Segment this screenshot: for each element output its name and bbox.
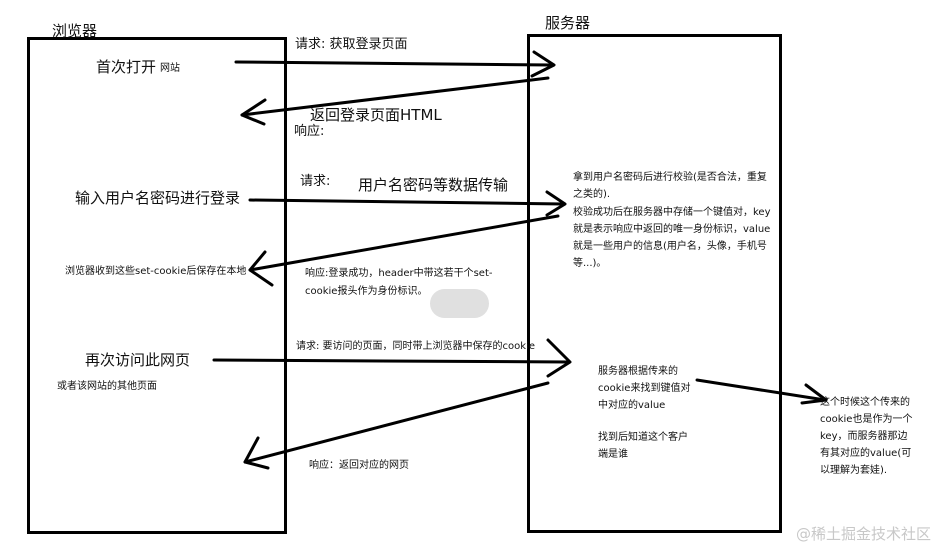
login-response-line2: cookie报头作为身份标识。 [305, 286, 428, 297]
request-label: 请求: [300, 174, 331, 189]
found-line-1: 找到后知道这个客户 [598, 432, 688, 443]
note-line-5: 以理解为套娃). [820, 465, 888, 476]
arrow-revisit-request [212, 338, 572, 378]
arrow-return-login-html [240, 76, 550, 126]
lookup-line-3: 中对应的value [598, 400, 666, 411]
login-response-line1: 响应:登录成功，header中带这若干个set- [305, 268, 493, 279]
revisit-request-text: 请求: 要访问的页面，同时带上浏览器中保存的cookie [296, 341, 536, 352]
verify-line-1: 拿到用户名密码后进行校验(是否合法，重复 [573, 172, 767, 183]
verify-line-5: 就是一些用户的信息(用户名，头像，手机号 [573, 241, 767, 252]
note-line-4: 有其对应的value(可 [820, 448, 912, 459]
note-line-2: cookie也是作为一个 [820, 414, 913, 425]
note-line-1: 这个时候这个传来的 [820, 397, 910, 408]
save-cookie-text: 浏览器收到这些set-cookie后保存在本地 [65, 266, 247, 277]
server-box [527, 34, 782, 533]
lookup-line-1: 服务器根据传来的 [598, 366, 678, 377]
return-login-html-text: 返回登录页面HTML [310, 106, 442, 124]
note-line-3: key，而服务器那边 [820, 431, 908, 442]
arrow-request-login-page [234, 50, 556, 78]
credential-transfer-text: 用户名密码等数据传输 [358, 176, 509, 194]
first-open-text: 首次打开 [96, 58, 157, 76]
server-label: 服务器 [545, 14, 591, 32]
verify-line-2: 之类的). [573, 189, 611, 200]
watermark: @稀土掘金技术社区 [795, 525, 931, 543]
arrow-to-note [695, 378, 828, 405]
arrow-credential-transfer [248, 190, 567, 217]
revisit-text: 再次访问此网页 [85, 351, 191, 369]
arrow-login-response [248, 214, 560, 287]
other-pages-text: 或者该网站的其他页面 [57, 381, 157, 392]
login-input-text: 输入用户名密码进行登录 [75, 189, 241, 207]
browser-label: 浏览器 [52, 22, 98, 40]
lookup-line-2: cookie来找到键值对 [598, 383, 691, 394]
found-line-2: 端是谁 [598, 449, 628, 460]
faded-button [430, 289, 489, 318]
verify-line-6: 等...)。 [573, 258, 607, 269]
return-page-text: 响应：返回对应的网页 [309, 460, 409, 471]
verify-line-4: 就是表示响应中返回的唯一身份标识，value [573, 224, 771, 235]
arrow-return-page [243, 381, 550, 470]
browser-box [27, 37, 287, 534]
response-label: 响应: [294, 124, 325, 139]
verify-line-3: 校验成功后在服务器中存储一个键值对，key [573, 207, 771, 218]
first-open-suffix: 网站 [160, 63, 180, 74]
request-login-page-text: 请求: 获取登录页面 [295, 37, 408, 52]
